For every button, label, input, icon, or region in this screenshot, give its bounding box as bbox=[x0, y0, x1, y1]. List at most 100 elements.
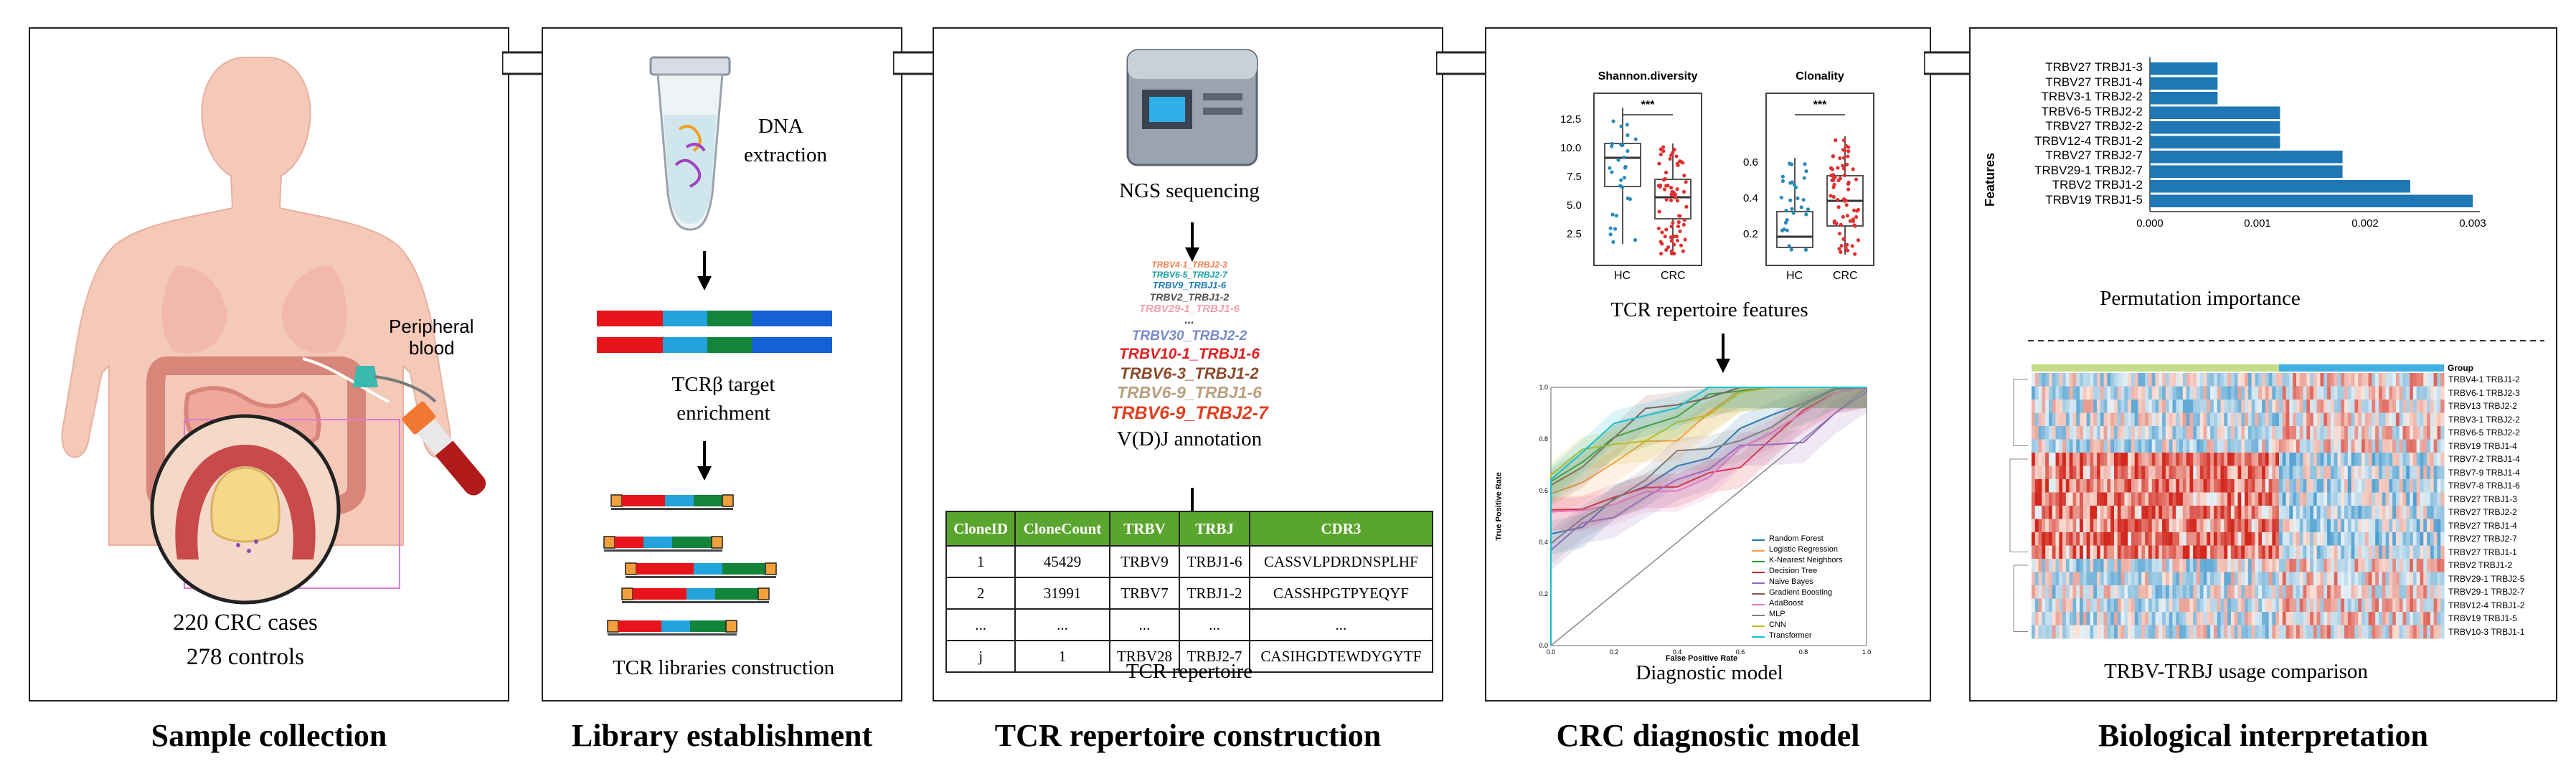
boxplot-point bbox=[1679, 159, 1684, 164]
dna-extraction-line2: extraction bbox=[744, 143, 827, 166]
boxplot-point bbox=[1663, 187, 1667, 192]
group-label-hc: HC bbox=[1614, 270, 1631, 282]
boxplot-point bbox=[1659, 147, 1663, 151]
legend-label: Logistic Regression bbox=[1769, 545, 1838, 554]
bar-category-label: TRBV27 TRBJ2-2 bbox=[2045, 119, 2143, 133]
boxplot-point bbox=[1851, 208, 1856, 212]
boxplot-point bbox=[1673, 195, 1678, 199]
bar-category-label: TRBV19 TRBJ1-5 bbox=[2045, 192, 2143, 207]
boxplot-point bbox=[1619, 124, 1623, 128]
boxplot-point bbox=[1672, 148, 1676, 152]
roc-band bbox=[1551, 387, 1867, 646]
sequence-large-5: TRBV6-9_TRBJ2-7 bbox=[1110, 403, 1268, 423]
boxplot-point bbox=[1845, 162, 1849, 167]
boxplot-point bbox=[1626, 133, 1630, 138]
roc-curve bbox=[1550, 387, 1867, 646]
diagnostic-model-caption: Diagnostic model bbox=[1636, 661, 1783, 684]
boxplot-point bbox=[1611, 240, 1615, 245]
bar bbox=[2150, 62, 2218, 75]
bar bbox=[2150, 151, 2343, 164]
controls-count: 278 controls bbox=[186, 644, 305, 670]
boxplot-point bbox=[1670, 251, 1674, 256]
boxplot-point bbox=[1633, 237, 1638, 242]
heatmap-row-label: TRBV7-8 TRBJ1-6 bbox=[2448, 481, 2520, 491]
boxplot-point bbox=[1678, 229, 1682, 233]
bar bbox=[2150, 194, 2473, 207]
group-label-crc: CRC bbox=[1833, 270, 1858, 282]
human-anatomy-illustration bbox=[61, 57, 486, 605]
boxplot-point bbox=[1610, 212, 1615, 217]
table-header-cell: CloneCount bbox=[1014, 511, 1110, 547]
bar-xtick: 0.003 bbox=[2459, 217, 2486, 230]
sequence-large-1: TRBV30_TRBJ2-2 bbox=[1131, 329, 1247, 344]
boxplot-point bbox=[1843, 148, 1847, 153]
clonality-ytick: 0.4 bbox=[1743, 192, 1758, 204]
boxplot-point bbox=[1619, 178, 1623, 182]
boxplot-point bbox=[1671, 220, 1675, 225]
peripheral-blood-label-line1: Peripheral bbox=[389, 316, 474, 337]
table-cell: CASSVLPDRDNSPLHF bbox=[1248, 545, 1434, 578]
boxplot-point bbox=[1682, 218, 1686, 222]
target-enrichment-line2: enrichment bbox=[676, 402, 770, 425]
roc-curve bbox=[1550, 387, 1867, 646]
boxplot-point bbox=[1845, 214, 1850, 218]
heatmap-row-label: TRBV27 TRBJ1-1 bbox=[2448, 547, 2517, 557]
table-cell: 1 bbox=[945, 545, 1016, 578]
heatmap-caption: TRBV-TRBJ usage comparison bbox=[2104, 660, 2368, 683]
boxplot-point bbox=[1836, 205, 1841, 209]
shannon-ytick-12.5: 12.5 bbox=[1560, 113, 1582, 126]
clonality-ytick: 0.6 bbox=[1743, 156, 1758, 169]
boxplot-point bbox=[1674, 234, 1679, 239]
heatmap-row-label: TRBV4-1 TRBJ1-2 bbox=[2448, 374, 2520, 384]
boxplot-point bbox=[1622, 155, 1626, 160]
heatmap-row-label: TRBV2 TRBJ1-2 bbox=[2448, 560, 2513, 570]
bar-category-label: TRBV27 TRBJ1-4 bbox=[2045, 75, 2143, 89]
boxplot-point bbox=[1801, 197, 1806, 202]
heatmap-row-label: TRBV19 TRBJ1-4 bbox=[2448, 440, 2517, 451]
bar-xlabel: Permutation importance bbox=[2100, 287, 2301, 310]
boxplot-point bbox=[1669, 153, 1674, 157]
boxplot-point bbox=[1846, 187, 1851, 192]
boxplot-point bbox=[1839, 222, 1843, 227]
heatmap-row-label: TRBV6-5 TRBJ2-2 bbox=[2448, 428, 2520, 438]
table-cell: 31991 bbox=[1014, 577, 1110, 610]
panel-diagnostic-model: Shannon.diversity *** Clonality *** 12.5… bbox=[1485, 27, 1931, 702]
boxplot-point bbox=[1785, 228, 1789, 232]
features-caption: TCR repertoire features bbox=[1610, 298, 1808, 321]
boxplot-point bbox=[1618, 184, 1623, 188]
boxplot-point bbox=[1845, 242, 1849, 247]
boxplot-point bbox=[1614, 214, 1618, 218]
bar-ylabel: Features bbox=[1983, 152, 1998, 207]
boxplot-point bbox=[1610, 170, 1614, 174]
stage-label-sample-collection: Sample collection bbox=[151, 718, 387, 753]
roc-ytick: 0.8 bbox=[1539, 435, 1548, 443]
boxplot-point bbox=[1664, 170, 1669, 175]
legend-swatch bbox=[1752, 604, 1765, 605]
cases-count: 220 CRC cases bbox=[173, 610, 318, 636]
boxplot-point bbox=[1789, 247, 1793, 252]
bar bbox=[2150, 92, 2218, 105]
tcr-repertoire-caption: TCR repertoire bbox=[1126, 660, 1253, 683]
bar bbox=[2150, 180, 2410, 193]
legend-swatch bbox=[1752, 593, 1765, 595]
boxplot-point bbox=[1841, 197, 1846, 202]
library-illustration bbox=[597, 56, 832, 636]
boxplot-point bbox=[1661, 145, 1666, 149]
boxplot-point bbox=[1793, 185, 1798, 189]
heatmap-row-label: TRBV13 TRBJ2-2 bbox=[2448, 401, 2517, 411]
boxplot-point bbox=[1782, 227, 1786, 232]
boxplot-point bbox=[1838, 156, 1842, 161]
boxplot-point bbox=[1608, 166, 1612, 170]
roc-ytick: 0.4 bbox=[1539, 539, 1548, 546]
heatmap-row-label: TRBV27 TRBJ1-3 bbox=[2448, 493, 2517, 504]
boxplot-point bbox=[1681, 249, 1685, 253]
boxplot-point bbox=[1838, 176, 1842, 181]
legend-swatch bbox=[1752, 539, 1765, 541]
heatmap-row-label: TRBV3-1 TRBJ2-2 bbox=[2448, 414, 2520, 425]
tcr-repertoire-table: CloneID CloneCount TRBV TRBJ CDR3 1 4542… bbox=[945, 511, 1434, 673]
boxplot-point bbox=[1608, 232, 1613, 237]
boxplot-point bbox=[1787, 244, 1791, 248]
boxplot-point bbox=[1844, 203, 1849, 207]
roc-xtick: 1.0 bbox=[1862, 648, 1872, 656]
boxplot-point bbox=[1681, 189, 1686, 194]
